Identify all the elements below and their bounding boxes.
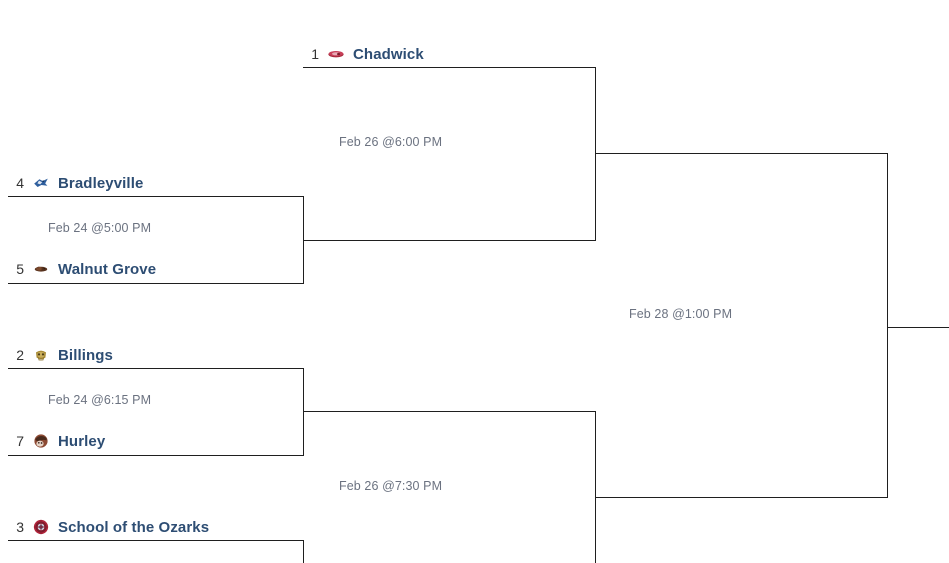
- bracket-line-qf-upper-bottom: [8, 283, 303, 284]
- team-name: Hurley: [58, 432, 106, 450]
- seed-number: 4: [16, 175, 24, 191]
- bracket-line-sf-lower-right: [595, 411, 596, 563]
- chadwick-logo: [328, 51, 344, 58]
- team-name: Chadwick: [353, 45, 424, 63]
- billings-logo: [36, 350, 46, 361]
- bracket-line-final-bottom: [595, 497, 887, 498]
- bracket-line-qf-lower-top: [8, 368, 303, 369]
- bracket-line-qf-bottom-top: [8, 540, 303, 541]
- gametime-qf-lower: Feb 24 @6:15 PM: [48, 393, 152, 407]
- bracket-line-sf-lower-top: [303, 411, 595, 412]
- team-slot-walnut-grove[interactable]: 5 Walnut Grove: [8, 258, 156, 280]
- team-slot-hurley[interactable]: 7 Hurley: [8, 430, 105, 452]
- gametime-final: Feb 28 @1:00 PM: [629, 307, 733, 321]
- seed-number: 2: [16, 347, 24, 363]
- team-name: Billings: [58, 346, 113, 364]
- gametime-sf-lower: Feb 26 @7:30 PM: [339, 479, 443, 493]
- bracket-line-qf-lower-bottom: [8, 455, 303, 456]
- seed-number: 5: [16, 261, 24, 277]
- team-slot-chadwick[interactable]: 1 Chadwick: [303, 43, 424, 65]
- school-of-the-ozarks-logo: [33, 519, 49, 535]
- bracket-line-sf-upper-bottom: [303, 240, 595, 241]
- gametime-qf-upper: Feb 24 @5:00 PM: [48, 221, 152, 235]
- walnut-grove-logo: [34, 266, 48, 272]
- team-name: School of the Ozarks: [58, 518, 210, 536]
- bracket-line-qf-bottom-right: [303, 540, 304, 563]
- team-slot-school-of-the-ozarks[interactable]: 3 School of the Ozarks: [8, 516, 209, 538]
- bracket-line-final-stub: [887, 327, 949, 328]
- seed-number: 7: [16, 433, 24, 449]
- team-name: Bradleyville: [58, 174, 144, 192]
- seed-number: 1: [311, 46, 319, 62]
- bradleyville-logo: [34, 178, 48, 187]
- bracket-line-final-top: [595, 153, 887, 154]
- bracket-line-qf-upper-top: [8, 196, 303, 197]
- bracket-line-sf-upper-top: [303, 67, 595, 68]
- hurley-logo: [34, 434, 48, 448]
- bracket-line-sf-upper-right: [595, 67, 596, 241]
- seed-number: 3: [16, 519, 24, 535]
- team-name: Walnut Grove: [58, 260, 157, 278]
- team-slot-bradleyville[interactable]: 4 Bradleyville: [8, 172, 143, 194]
- bracket-line-final-right: [887, 153, 888, 498]
- bracket-line-qf-lower-right: [303, 368, 304, 456]
- team-slot-billings[interactable]: 2 Billings: [8, 344, 113, 366]
- gametime-sf-upper: Feb 26 @6:00 PM: [339, 135, 443, 149]
